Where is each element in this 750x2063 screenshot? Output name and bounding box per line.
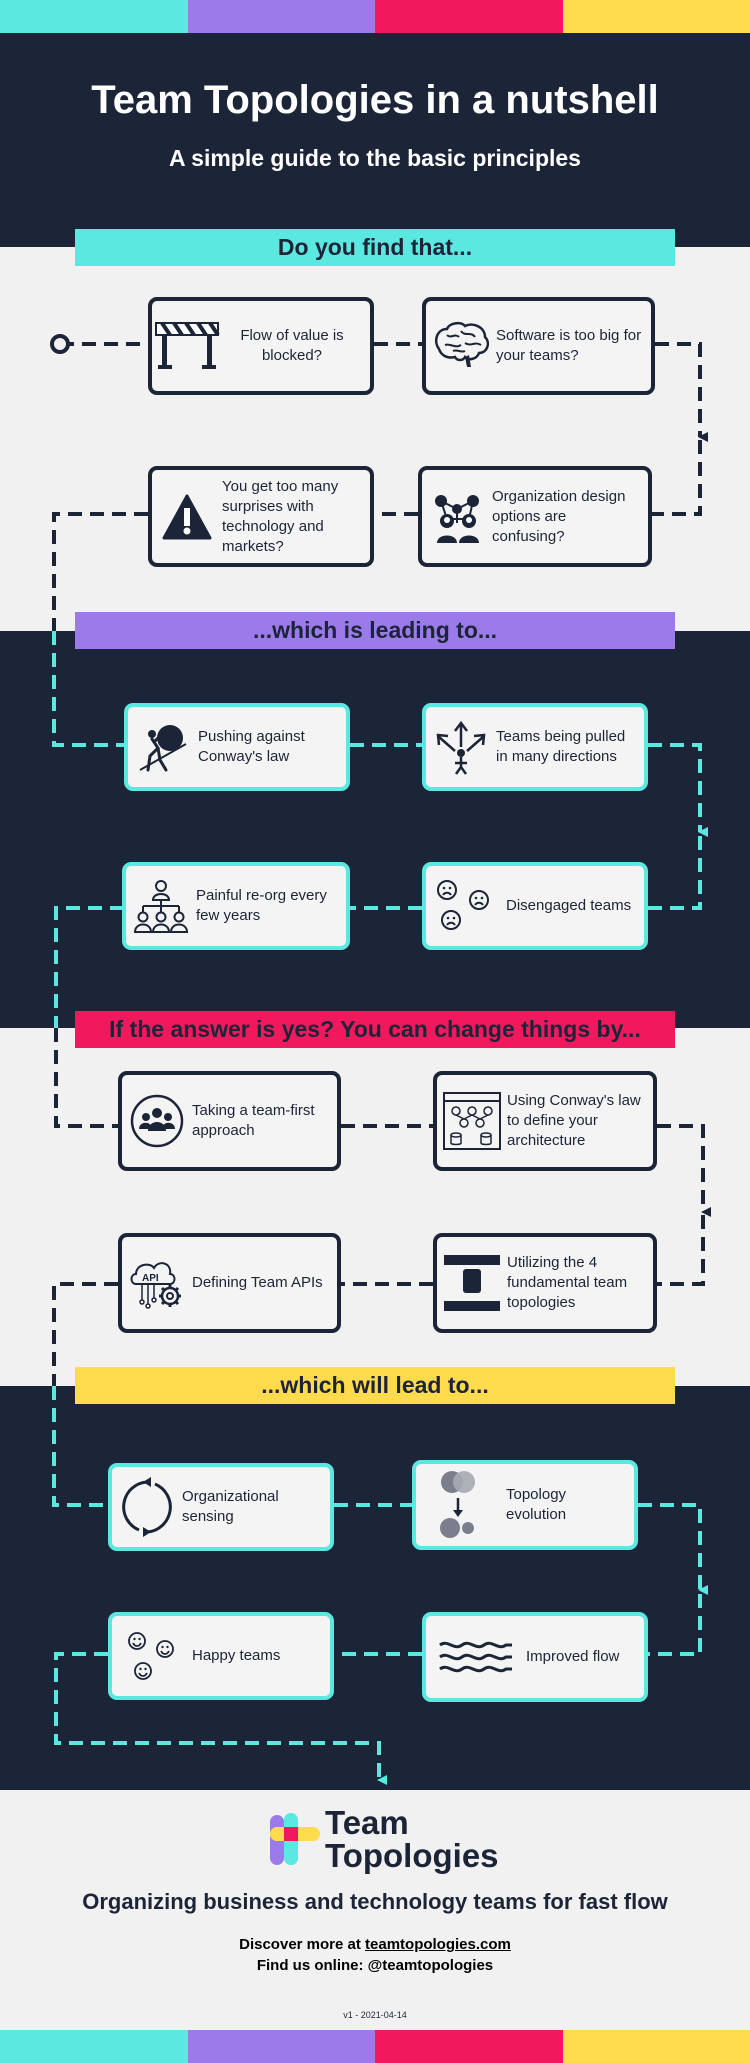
discover-prefix: Discover more at bbox=[239, 1936, 366, 1953]
card-painful-reorg: Painful re-org every few years bbox=[122, 862, 350, 950]
color-strip-purple bbox=[187, 0, 375, 33]
org-network-icon bbox=[422, 482, 492, 552]
architecture-icon bbox=[437, 1086, 507, 1156]
color-strip-yellow bbox=[562, 2030, 750, 2063]
page-title: Team Topologies in a nutshell bbox=[91, 78, 659, 122]
card-text: Flow of value is blocked? bbox=[240, 327, 344, 364]
cycle-arrows-icon bbox=[112, 1472, 182, 1542]
card-text: Topology evolution bbox=[506, 1486, 567, 1523]
card-text: Teams being pulled in many directions bbox=[496, 728, 626, 765]
warning-icon bbox=[152, 482, 222, 552]
footer-discover: Discover more at teamtopologies.com bbox=[0, 1936, 750, 1953]
card-text: Disengaged teams bbox=[506, 897, 632, 914]
pulled-directions-icon bbox=[426, 712, 496, 782]
card-improved-flow: Improved flow bbox=[422, 1612, 648, 1702]
footer-tagline: Organizing business and technology teams… bbox=[82, 1889, 668, 1914]
card-surprises: You get too many surprises with technolo… bbox=[148, 466, 374, 567]
logo-wordmark: Team Topologies bbox=[325, 1806, 499, 1872]
color-strip-cyan bbox=[0, 0, 188, 33]
card-text: Using Conway's law to define your archit… bbox=[507, 1092, 641, 1149]
color-strip-cyan bbox=[0, 2030, 188, 2063]
topology-evolution-icon bbox=[416, 1470, 506, 1540]
card-text: Utilizing the 4 fundamental team topolog… bbox=[507, 1254, 628, 1311]
top-color-bar bbox=[0, 0, 750, 33]
color-strip-magenta bbox=[375, 2030, 563, 2063]
section-band-4 bbox=[0, 1386, 750, 1790]
topologies-icon bbox=[437, 1248, 507, 1318]
card-conways-law: Pushing against Conway's law bbox=[124, 703, 350, 791]
api-gear-icon: API bbox=[122, 1248, 192, 1318]
version-label: v1 - 2021-04-14 bbox=[343, 2010, 407, 2020]
brain-icon bbox=[426, 311, 496, 381]
svg-text:API: API bbox=[142, 1273, 159, 1284]
card-text: Pushing against Conway's law bbox=[198, 728, 305, 765]
card-flow-blocked: Flow of value is blocked? bbox=[148, 297, 374, 395]
card-text: Software is too big for your teams? bbox=[496, 327, 642, 364]
pushing-boulder-icon bbox=[128, 712, 198, 782]
card-text: Organization design options are confusin… bbox=[492, 487, 626, 545]
card-topology-evolution: Topology evolution bbox=[412, 1460, 638, 1550]
website-link[interactable]: teamtopologies.com bbox=[365, 1936, 511, 1953]
waves-icon bbox=[426, 1622, 526, 1692]
color-strip-yellow bbox=[562, 0, 750, 33]
card-org-sensing: Organizational sensing bbox=[108, 1463, 334, 1551]
logo-text-line1: Team bbox=[325, 1804, 409, 1841]
header-band bbox=[0, 33, 750, 247]
card-team-first: Taking a team-first approach bbox=[118, 1071, 341, 1171]
section-banner-2: ...which is leading to... bbox=[75, 612, 675, 649]
card-text: Defining Team APIs bbox=[192, 1274, 323, 1291]
card-text: Happy teams bbox=[192, 1647, 281, 1664]
card-disengaged: Disengaged teams bbox=[422, 862, 648, 950]
section-banner-3: If the answer is yes? You can change thi… bbox=[75, 1011, 675, 1048]
card-text: Taking a team-first approach bbox=[192, 1102, 315, 1139]
barrier-icon bbox=[152, 311, 222, 381]
logo-text-line2: Topologies bbox=[325, 1837, 499, 1874]
team-icon bbox=[122, 1086, 192, 1156]
happy-faces-icon bbox=[112, 1621, 192, 1691]
card-software-too-big: Software is too big for your teams? bbox=[422, 297, 655, 395]
card-team-apis: API Defining Team APIs bbox=[118, 1233, 341, 1333]
card-text: Painful re-org every few years bbox=[196, 887, 327, 924]
card-text: You get too many surprises with technolo… bbox=[222, 477, 339, 555]
footer-social: Find us online: @teamtopologies bbox=[256, 1957, 494, 1974]
card-org-design: Organization design options are confusin… bbox=[418, 466, 652, 567]
page-subtitle: A simple guide to the basic principles bbox=[169, 145, 581, 171]
color-strip-magenta bbox=[375, 0, 563, 33]
color-strip-purple bbox=[187, 2030, 375, 2063]
section-banner-4: ...which will lead to... bbox=[75, 1367, 675, 1404]
bottom-color-bar bbox=[0, 2030, 750, 2063]
section-banner-1: Do you find that... bbox=[75, 229, 675, 266]
card-text: Improved flow bbox=[526, 1648, 620, 1665]
org-chart-icon bbox=[126, 871, 196, 941]
card-happy-teams: Happy teams bbox=[108, 1612, 334, 1700]
section-band-2 bbox=[0, 631, 750, 1028]
card-conway-architecture: Using Conway's law to define your archit… bbox=[433, 1071, 657, 1171]
sad-faces-icon bbox=[426, 871, 506, 941]
card-four-topologies: Utilizing the 4 fundamental team topolog… bbox=[433, 1233, 657, 1333]
card-text: Organizational sensing bbox=[182, 1488, 279, 1525]
card-pulled-directions: Teams being pulled in many directions bbox=[422, 703, 648, 791]
team-topologies-logo-icon bbox=[268, 1811, 324, 1867]
